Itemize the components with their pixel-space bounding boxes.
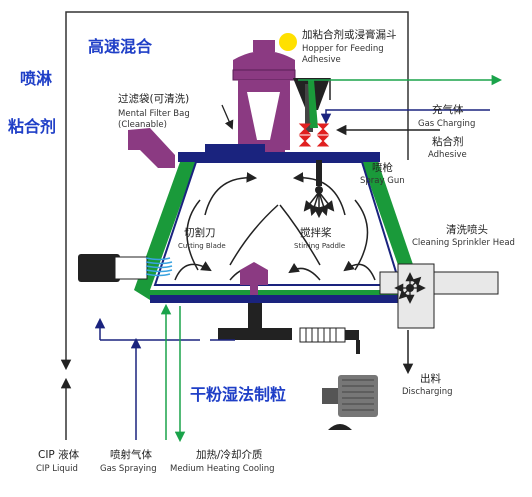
heading-high-speed-mixing: 高速混合 — [88, 37, 153, 56]
heading-binder: 粘合剂 — [8, 117, 56, 136]
cleaning-label-zh: 清洗喷头 — [446, 223, 488, 236]
frame-line — [65, 11, 409, 360]
filter-pointer — [221, 104, 234, 130]
adhesive-label-en: Adhesive — [428, 150, 467, 160]
cleaning-sprinkler — [379, 263, 499, 329]
cutting-blade-label-zh: 切割刀 — [184, 226, 216, 239]
indicator-lamp — [279, 33, 297, 51]
stirring-paddle — [240, 262, 268, 295]
filter-tower — [232, 40, 296, 156]
bottom-pipework — [94, 303, 235, 443]
filter-label-zh: 过滤袋(可清洗) — [118, 92, 189, 105]
spray-gas-label-en: Gas Spraying — [100, 464, 157, 474]
heating-label-zh: 加热/冷却介质 — [196, 448, 263, 461]
hopper-label-en-1: Hopper for Feeding — [302, 44, 384, 54]
cutting-blade-label-en: Cutting Blade — [178, 242, 226, 250]
heading-spray: 喷淋 — [20, 69, 52, 88]
spray-gun-label-en: Spray Gun — [360, 176, 405, 186]
gas-charging-line — [320, 109, 490, 125]
filter-label-en-2: (Cleanable) — [118, 120, 167, 130]
left-purple-pipe — [128, 128, 175, 168]
stirring-label-en: Stirring Paddle — [294, 242, 345, 250]
adhesive-hopper — [293, 78, 331, 132]
heading-wet-granulation: 干粉湿法制粒 — [190, 385, 286, 404]
drive-assembly — [218, 303, 360, 354]
cip-label-en: CIP Liquid — [36, 464, 78, 474]
spray-gun — [303, 160, 335, 219]
cleaning-label-en: Cleaning Sprinkler Head — [412, 238, 515, 248]
hopper-label-en-2: Adhesive — [302, 55, 341, 65]
cip-label-zh: CIP 液体 — [38, 448, 80, 461]
hopper-label-zh: 加粘合剂或浸膏漏斗 — [302, 28, 397, 41]
filter-label-en-1: Mental Filter Bag — [118, 109, 190, 119]
cutting-blade-motor — [78, 254, 173, 282]
discharge-motor — [322, 375, 378, 430]
discharge-label-zh: 出料 — [420, 372, 441, 385]
vessel-lid — [178, 152, 380, 162]
stirring-label-zh: 搅拌桨 — [300, 226, 332, 239]
gas-label-en: Gas Charging — [418, 119, 475, 129]
gas-label-zh: 充气体 — [432, 103, 464, 116]
adhesive-label-zh: 粘合剂 — [432, 135, 464, 148]
discharge-label-en: Discharging — [402, 387, 453, 397]
heating-label-en: Medium Heating Cooling — [170, 464, 275, 474]
spray-gas-label-zh: 喷射气体 — [110, 448, 152, 461]
spray-gun-label-zh: 喷枪 — [372, 161, 393, 174]
